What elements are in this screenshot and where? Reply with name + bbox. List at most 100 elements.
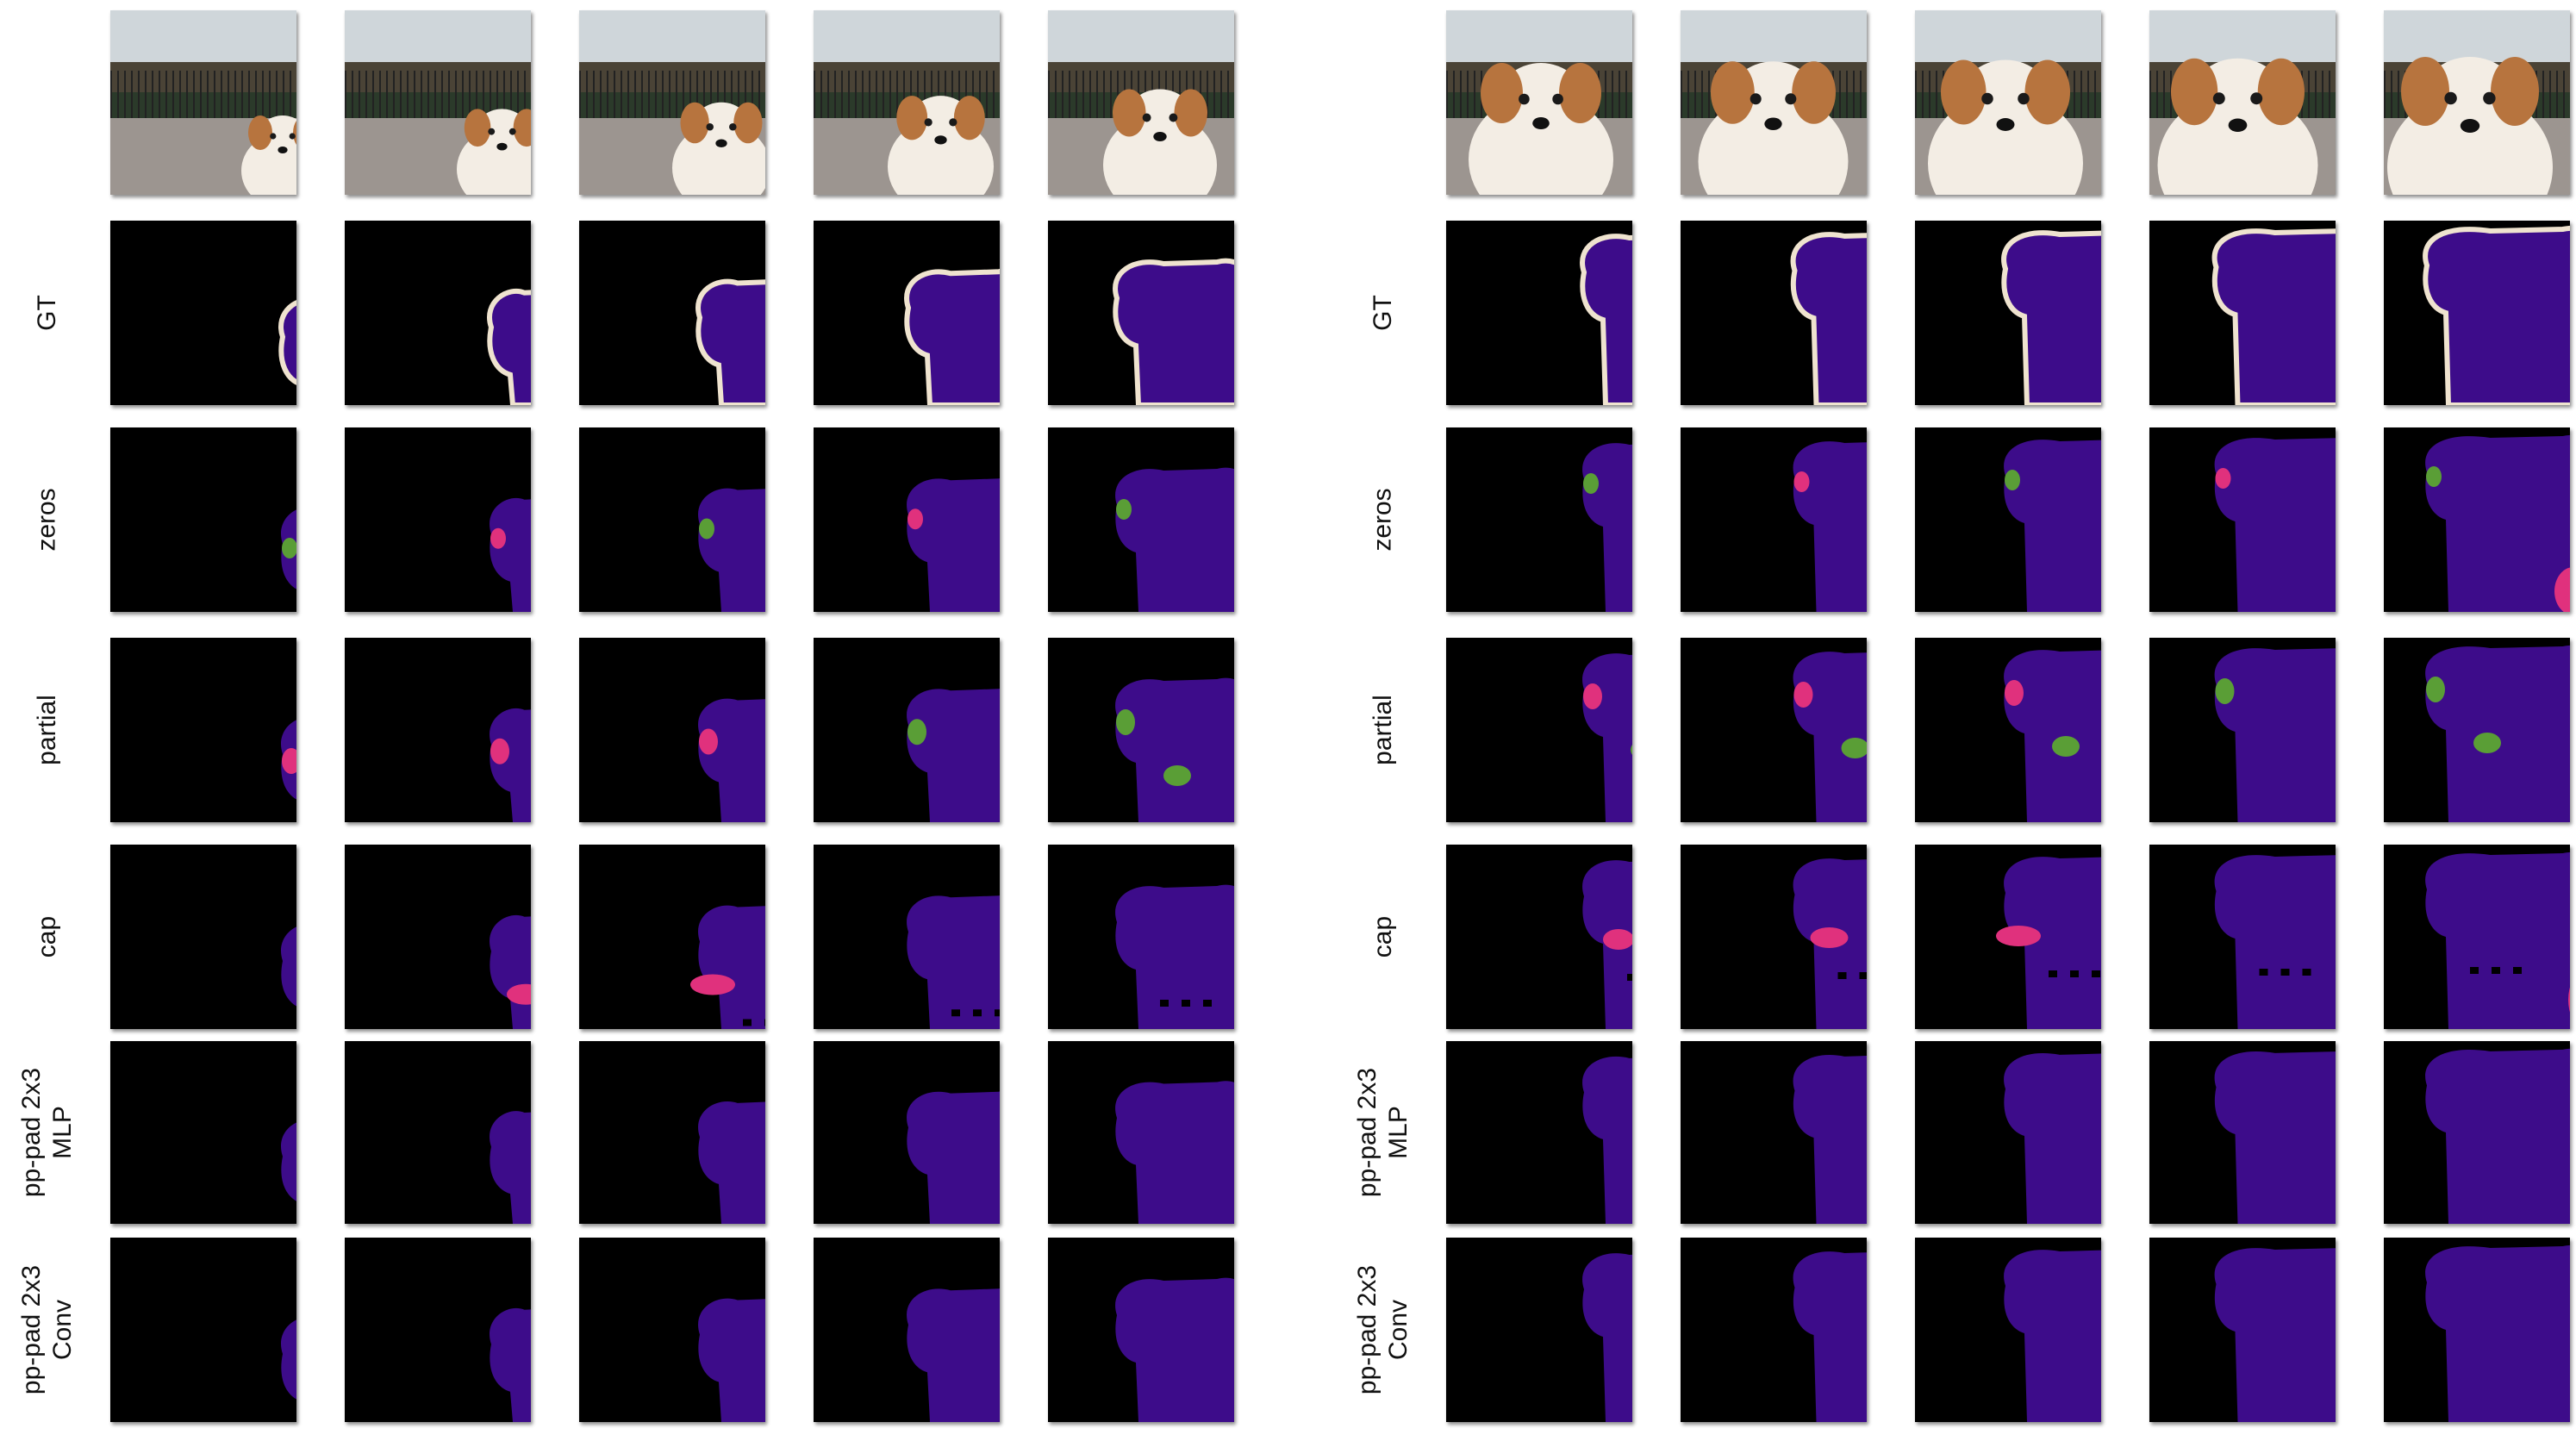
row-label-line: pp-pad 2x3 (17, 1264, 46, 1395)
input-frame-2 (1681, 10, 1867, 195)
pp-pad-conv-mask-5 (1048, 1238, 1234, 1422)
row-label-partial: partial (1336, 638, 1431, 822)
row-label-cap: cap (1336, 845, 1431, 1029)
row-label-line: partial (33, 695, 61, 765)
pp-pad-mlp-mask-2 (345, 1041, 531, 1224)
pp-pad-mlp-mask-2 (1681, 1041, 1867, 1224)
cap-mask-2 (345, 845, 531, 1029)
gt-mask-1 (110, 221, 296, 405)
input-frame-3 (1915, 10, 2101, 195)
pp-pad-mlp-mask-3 (1915, 1041, 2101, 1224)
partial-mask-1 (110, 638, 296, 822)
row-label-line: pp-pad 2x3 (17, 1067, 46, 1198)
input-frame-5 (2384, 10, 2570, 195)
pp-pad-mlp-mask-1 (1446, 1041, 1632, 1224)
cap-mask-5 (1048, 845, 1234, 1029)
pp-pad-mlp-mask-1 (110, 1041, 296, 1224)
zeros-mask-4 (814, 427, 1000, 612)
pp-pad-conv-mask-4 (2149, 1238, 2336, 1422)
partial-mask-3 (579, 638, 765, 822)
gt-mask-5 (1048, 221, 1234, 405)
input-frame-2 (345, 10, 531, 195)
row-label-line: MLP (1384, 1106, 1413, 1159)
pp-pad-conv-mask-1 (1446, 1238, 1632, 1422)
input-frame-1 (110, 10, 296, 195)
row-label-line: cap (33, 915, 61, 958)
zeros-mask-5 (2384, 427, 2570, 612)
row-label-line: partial (1369, 695, 1397, 765)
pp-pad-conv-mask-3 (1915, 1238, 2101, 1422)
cap-mask-1 (1446, 845, 1632, 1029)
cap-mask-3 (1915, 845, 2101, 1029)
row-label-line: Conv (1384, 1299, 1413, 1361)
row-label-line: GT (32, 295, 61, 331)
row-label-line: pp-pad 2x3 (1353, 1264, 1382, 1395)
pp-pad-mlp-mask-4 (2149, 1041, 2336, 1224)
cap-mask-3 (579, 845, 765, 1029)
partial-mask-1 (1446, 638, 1632, 822)
zeros-mask-1 (110, 427, 296, 612)
row-label-cap: cap (0, 845, 95, 1029)
input-frame-5 (1048, 10, 1234, 195)
pp-pad-conv-mask-2 (345, 1238, 531, 1422)
partial-mask-2 (345, 638, 531, 822)
zeros-mask-5 (1048, 427, 1234, 612)
cap-mask-5 (2384, 845, 2570, 1029)
cap-mask-4 (2149, 845, 2336, 1029)
pp-pad-mlp-mask-5 (1048, 1041, 1234, 1224)
zeros-mask-4 (2149, 427, 2336, 612)
row-label-line: Conv (48, 1299, 77, 1361)
input-frame-1 (1446, 10, 1632, 195)
row-label-gt: GT (1336, 221, 1431, 405)
row-label-zeros: zeros (0, 427, 95, 612)
gt-mask-2 (345, 221, 531, 405)
partial-mask-4 (814, 638, 1000, 822)
row-label-line: GT (1368, 295, 1397, 331)
row-label-line: zeros (32, 488, 61, 552)
input-frame-4 (814, 10, 1000, 195)
row-label-line: cap (1369, 915, 1397, 958)
zeros-mask-2 (1681, 427, 1867, 612)
zeros-mask-3 (579, 427, 765, 612)
pp-pad-conv-mask-2 (1681, 1238, 1867, 1422)
gt-mask-5 (2384, 221, 2570, 405)
row-label-zeros: zeros (1336, 427, 1431, 612)
partial-mask-5 (1048, 638, 1234, 822)
gt-mask-3 (579, 221, 765, 405)
partial-mask-5 (2384, 638, 2570, 822)
partial-mask-3 (1915, 638, 2101, 822)
gt-mask-3 (1915, 221, 2101, 405)
pp-pad-conv-mask-4 (814, 1238, 1000, 1422)
partial-mask-4 (2149, 638, 2336, 822)
gt-mask-4 (2149, 221, 2336, 405)
zeros-mask-3 (1915, 427, 2101, 612)
pp-pad-mlp-mask-4 (814, 1041, 1000, 1224)
pp-pad-mlp-mask-5 (2384, 1041, 2570, 1224)
row-label-line: pp-pad 2x3 (1353, 1067, 1382, 1198)
cap-mask-2 (1681, 845, 1867, 1029)
zeros-mask-2 (345, 427, 531, 612)
pp-pad-conv-mask-3 (579, 1238, 765, 1422)
zeros-mask-1 (1446, 427, 1632, 612)
gt-mask-2 (1681, 221, 1867, 405)
partial-mask-2 (1681, 638, 1867, 822)
pp-pad-conv-mask-5 (2384, 1238, 2570, 1422)
row-label-line: MLP (48, 1106, 77, 1159)
row-label-gt: GT (0, 221, 95, 405)
input-frame-4 (2149, 10, 2336, 195)
pp-pad-mlp-mask-3 (579, 1041, 765, 1224)
pp-pad-conv-mask-1 (110, 1238, 296, 1422)
gt-mask-4 (814, 221, 1000, 405)
row-label-partial: partial (0, 638, 95, 822)
cap-mask-4 (814, 845, 1000, 1029)
row-label-line: zeros (1368, 488, 1397, 552)
gt-mask-1 (1446, 221, 1632, 405)
cap-mask-1 (110, 845, 296, 1029)
input-frame-3 (579, 10, 765, 195)
